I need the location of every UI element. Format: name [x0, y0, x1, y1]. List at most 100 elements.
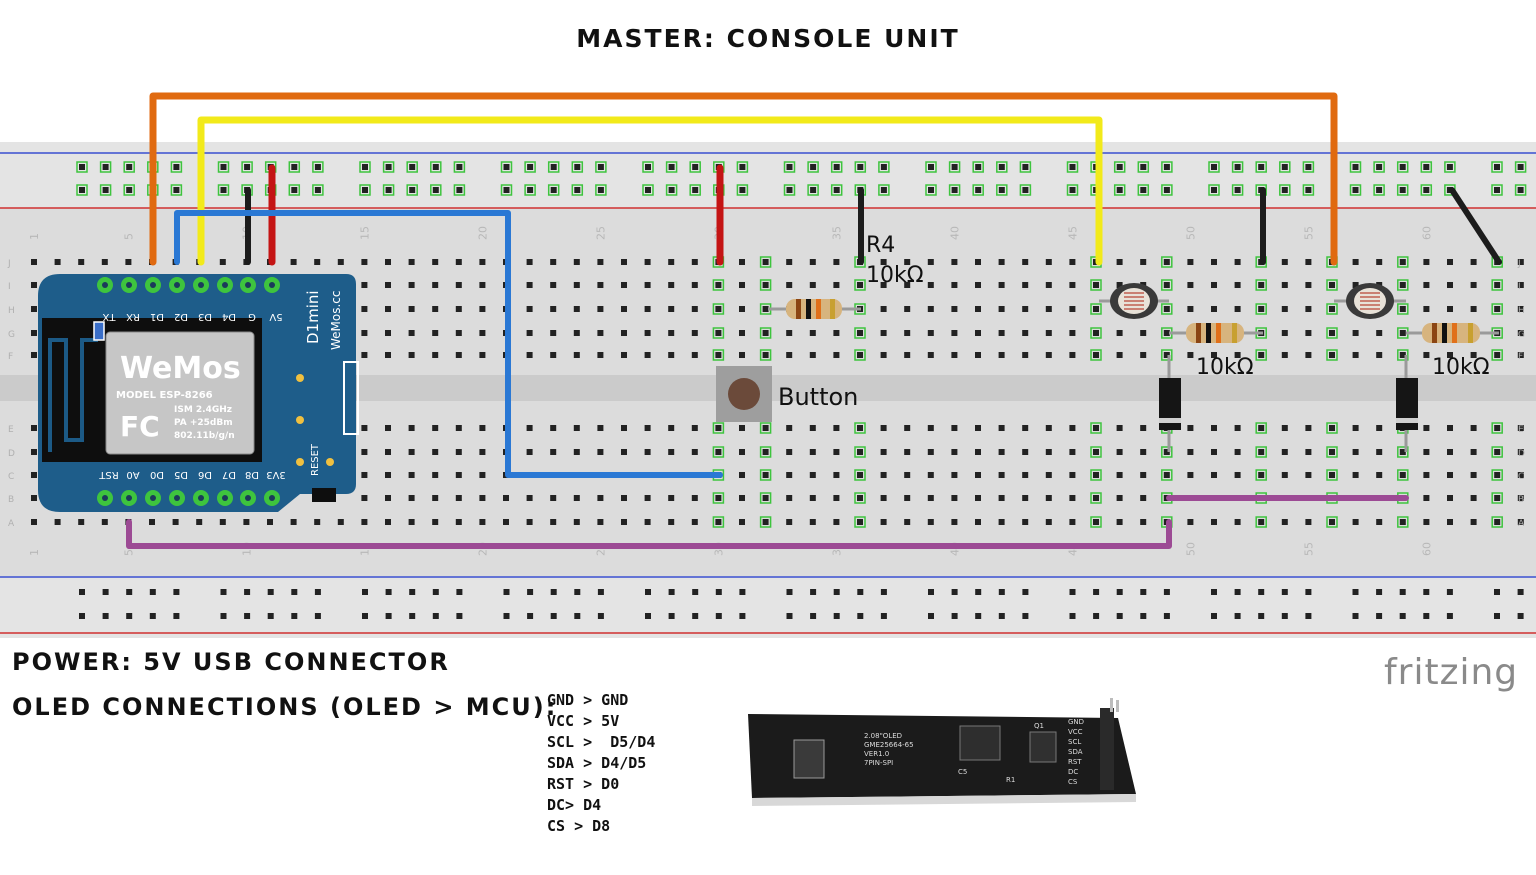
rail-hole [645, 613, 651, 619]
strip-hole [455, 472, 462, 478]
r4-value: 10kΩ [866, 263, 924, 288]
strip-hole [573, 425, 580, 431]
strip-hole [786, 519, 793, 525]
rail-hole [1163, 613, 1170, 619]
rail-hole [173, 164, 180, 170]
rail-hole-highlight [1161, 184, 1173, 196]
strip-hole [857, 425, 863, 431]
strip-hole-highlight [1397, 469, 1409, 481]
rail-hole [503, 164, 510, 170]
strip-hole [833, 282, 840, 288]
rail-hole [951, 187, 958, 193]
rail-hole [1022, 589, 1029, 595]
rail-hole [385, 613, 392, 619]
strip-hole-highlight [1397, 446, 1409, 458]
rail-hole-highlight [1444, 161, 1456, 173]
strip-hole [361, 352, 368, 358]
rail-hole [550, 613, 557, 619]
rail-hole-highlight [1373, 161, 1385, 173]
column-number: 20 [476, 226, 489, 240]
strip-hole [1352, 352, 1359, 358]
strip-hole [1069, 425, 1076, 431]
header-pin-bottom-hole [150, 495, 156, 501]
strip-hole [1140, 425, 1147, 431]
strip-hole [1093, 306, 1099, 312]
strip-hole [951, 306, 958, 312]
rail-hole [928, 613, 934, 619]
rail-hole [385, 589, 392, 595]
rail-hole [1258, 164, 1265, 170]
strip-hole [904, 352, 911, 358]
rail-hole [645, 589, 651, 595]
strip-hole [314, 259, 321, 265]
rail-hole [126, 164, 133, 170]
strip-hole-highlight [1255, 516, 1267, 528]
strip-hole [1258, 472, 1265, 478]
rail-hole [810, 164, 817, 170]
strip-hole [550, 306, 557, 312]
strip-hole [691, 330, 698, 336]
strip-hole [1116, 495, 1123, 501]
rail-hole [833, 613, 840, 619]
rail-hole [880, 589, 887, 595]
rail-hole [1140, 589, 1147, 595]
rail-hole [1446, 589, 1453, 595]
strip-hole-highlight [759, 327, 772, 339]
strip-hole [715, 495, 722, 501]
strip-hole [1517, 330, 1524, 336]
strip-hole [408, 425, 415, 431]
strip-hole [998, 495, 1005, 501]
rail-hole [79, 187, 85, 193]
resistor-2-value: 10kΩ [1432, 355, 1490, 380]
breadboard-holes [31, 161, 1527, 619]
row-letter-right: I [1518, 282, 1521, 292]
strip-hole [668, 352, 675, 358]
rail-hole-highlight [1019, 161, 1032, 173]
strip-hole [1305, 472, 1312, 478]
strip-hole [361, 519, 368, 525]
rail-hole [786, 187, 793, 193]
strip-hole [1329, 425, 1335, 431]
strip-hole [1281, 259, 1288, 265]
strip-hole [762, 425, 769, 431]
rail-hole [362, 589, 368, 595]
strip-hole [1140, 352, 1147, 358]
strip-hole [1517, 282, 1524, 288]
strip-hole-highlight [1491, 516, 1503, 528]
row-letter-left: G [8, 330, 15, 340]
pin-map-line: SCL > D5/D4 [547, 733, 656, 751]
strip-hole [1447, 449, 1453, 455]
strip-hole [1022, 306, 1029, 312]
strip-hole [1211, 519, 1217, 525]
strip-hole [1163, 282, 1170, 288]
strip-hole [621, 425, 627, 431]
strip-hole [739, 472, 745, 478]
strip-hole [1517, 425, 1524, 431]
rail-hole [1494, 187, 1500, 193]
oled-pin-label: VCC [1068, 728, 1083, 736]
rail-hole [126, 613, 133, 619]
strip-hole [1376, 259, 1383, 265]
strip-hole [1423, 449, 1430, 455]
strip-hole [1281, 519, 1288, 525]
strip-hole [1022, 352, 1029, 358]
rail-hole-highlight [453, 184, 466, 196]
strip-hole [1399, 352, 1406, 358]
strip-hole [172, 519, 179, 525]
strip-hole [1116, 259, 1123, 265]
strip-hole [1305, 519, 1312, 525]
rail-hole [1423, 187, 1430, 193]
rail-hole [1022, 164, 1029, 170]
rail-hole [833, 589, 840, 595]
rail-hole [1423, 589, 1430, 595]
strip-hole [149, 519, 155, 525]
strip-hole [904, 282, 911, 288]
rail-hole [432, 187, 439, 193]
strip-hole-highlight [759, 422, 772, 434]
strip-hole [243, 519, 250, 525]
rail-hole [432, 164, 439, 170]
rail-hole [527, 164, 534, 170]
strip-hole [1281, 330, 1288, 336]
strip-hole [1329, 352, 1335, 358]
rail-hole [951, 613, 958, 619]
